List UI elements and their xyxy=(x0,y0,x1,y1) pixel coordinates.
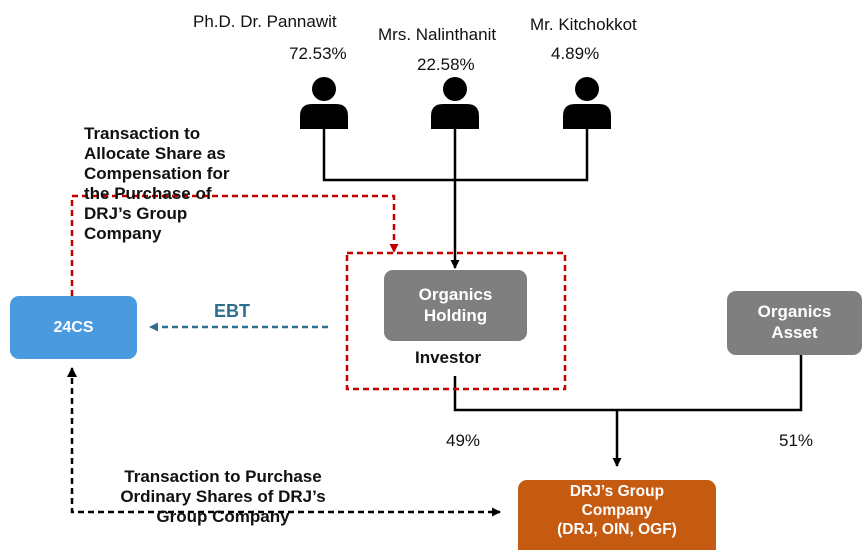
holding-to-drj-line xyxy=(453,355,803,412)
person-icon xyxy=(563,77,611,129)
entity-label: Company xyxy=(581,501,653,519)
purchase-note: Transaction to Purchase Ordinary Shares … xyxy=(83,467,363,527)
entity-organics-holding: Organics Holding xyxy=(384,270,527,341)
shareholder-percent: 22.58% xyxy=(417,55,475,74)
person-icon xyxy=(300,77,348,129)
note-line: DRJ’s Group xyxy=(84,204,188,224)
entity-organics-asset: Organics Asset xyxy=(727,291,862,355)
entity-label: 24CS xyxy=(53,318,94,336)
note-line: Allocate Share as xyxy=(84,144,226,164)
shareholder-percent: 4.89% xyxy=(551,44,600,63)
entity-label: Organics xyxy=(418,284,493,304)
entity-label: Holding xyxy=(423,305,488,325)
allocate-share-note: Transaction to Allocate Share as Compens… xyxy=(84,124,229,244)
entity-label: DRJ’s Group xyxy=(569,483,665,500)
person-icon xyxy=(431,77,479,129)
ebt-label: EBT xyxy=(214,301,250,321)
note-line: Ordinary Shares of DRJ’s xyxy=(120,487,326,507)
asset-percent: 51% xyxy=(779,431,814,450)
entity-label: Asset xyxy=(771,323,818,342)
holding-percent: 49% xyxy=(446,431,481,450)
entity-label: Organics xyxy=(757,302,832,322)
investor-frame xyxy=(345,251,567,391)
investor-label: Investor xyxy=(415,348,482,367)
shareholder-percent: 72.53% xyxy=(289,44,347,63)
purchase-arrow-head-up xyxy=(67,367,77,377)
note-line: the Purchase of xyxy=(84,184,212,204)
note-line: Transaction to Purchase xyxy=(124,467,322,486)
shareholder-name: Mrs. Nalinthanit xyxy=(378,25,497,44)
entity-label: (DRJ, OIN, OGF) xyxy=(557,520,677,538)
note-line: Group Company xyxy=(156,507,290,527)
shareholder-name: Ph.D. Dr. Pannawit xyxy=(193,12,337,31)
entity-drj-group: DRJ’s Group Company (DRJ, OIN, OGF) xyxy=(518,480,716,550)
note-line: Transaction to xyxy=(84,124,201,143)
purchase-arrow xyxy=(70,368,501,517)
entity-24cs: 24CS xyxy=(10,296,137,359)
note-line: Company xyxy=(84,224,162,244)
note-line: Compensation for xyxy=(84,164,230,184)
shareholder-name: Mr. Kitchokkot xyxy=(530,15,637,34)
allocate-share-arrow xyxy=(70,194,399,296)
